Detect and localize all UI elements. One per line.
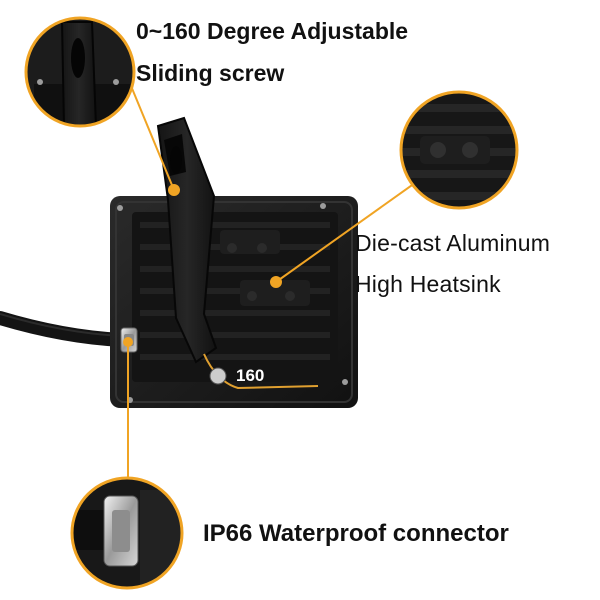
heatsink-closeup-icon	[399, 90, 519, 210]
connector-label: IP66 Waterproof connector	[203, 520, 509, 547]
angle-pivot-icon	[209, 367, 227, 385]
callout-dot-connector	[123, 337, 133, 347]
sliding-screw-label: Sliding screw	[136, 60, 285, 86]
bracket-closeup-icon	[24, 16, 136, 128]
callout-dot-heatsink	[270, 276, 282, 288]
heatsink-fins	[140, 222, 330, 360]
die-cast-label: Die-cast Aluminum	[355, 230, 551, 256]
housing-screw-icon	[320, 203, 326, 209]
heatsink-label: High Heatsink	[355, 271, 501, 297]
connector-closeup-icon	[70, 476, 184, 590]
angle-degree-mark: 160	[236, 366, 265, 385]
power-cable	[0, 311, 129, 347]
housing-screw-icon	[342, 379, 348, 385]
callout-dot-bracket	[168, 184, 180, 196]
slide-slot-icon	[170, 146, 182, 174]
angle-adjust-label: 0~160 Degree Adjustable	[136, 18, 409, 44]
housing-screw-icon	[117, 205, 123, 211]
mounting-bracket	[156, 116, 218, 364]
